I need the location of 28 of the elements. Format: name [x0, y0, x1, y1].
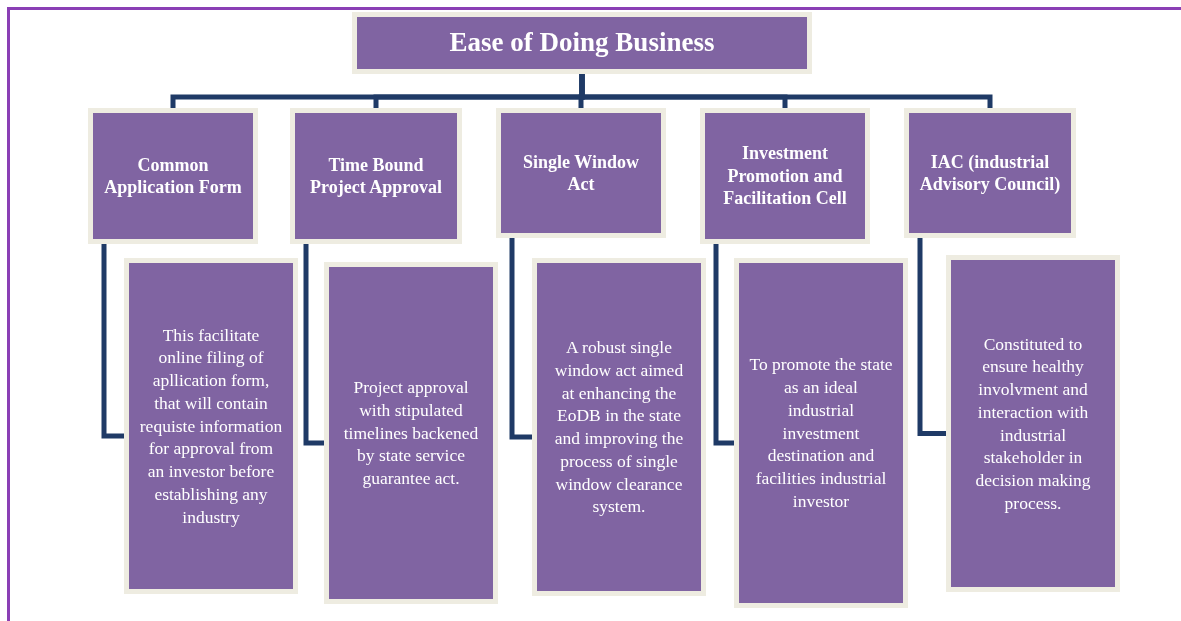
connector-line: [101, 244, 124, 439]
category-box: [700, 108, 870, 244]
connector-line: [303, 244, 324, 446]
category-label: Time Bound Project Approval: [309, 153, 443, 199]
description-box: [946, 255, 1120, 592]
category-label: Single Window Act: [522, 150, 640, 196]
description-box: [734, 258, 908, 608]
description-text: To promote the state as an ideal industrial investment destination and facilities industrial investor: [749, 353, 893, 513]
description-text: Constituted to ensure healthy involvment and interaction with industrial stakeholder in decision making process.: [974, 332, 1092, 515]
category-box: [904, 108, 1076, 238]
connector-line: [917, 238, 946, 436]
description-text: A robust single window act aimed at enhancing the EoDB in the state and improving the process of single window clearance system.: [553, 336, 685, 518]
description-box: [532, 258, 706, 596]
description-text: This facilitate online filing of apllication form, that will contain requiste information for approval from an investor before establishing any industry: [139, 323, 283, 529]
description-box: [124, 258, 298, 594]
description-text: Project approval with stipulated timelines backened by state service guarantee act.: [342, 376, 480, 490]
connector-line: [713, 244, 734, 446]
category-box: [290, 108, 462, 244]
category-box: [88, 108, 258, 244]
connector-line: [579, 74, 993, 108]
category-label: IAC (industrial Advisory Council): [918, 150, 1062, 196]
category-label: Common Application Form: [103, 153, 243, 199]
connector-line: [509, 238, 532, 440]
title-box: [352, 12, 812, 74]
title-text: Ease of Doing Business: [449, 26, 715, 60]
category-box: [496, 108, 666, 238]
category-label: Investment Promotion and Facilitation Cell: [722, 142, 848, 210]
description-box: [324, 262, 498, 604]
